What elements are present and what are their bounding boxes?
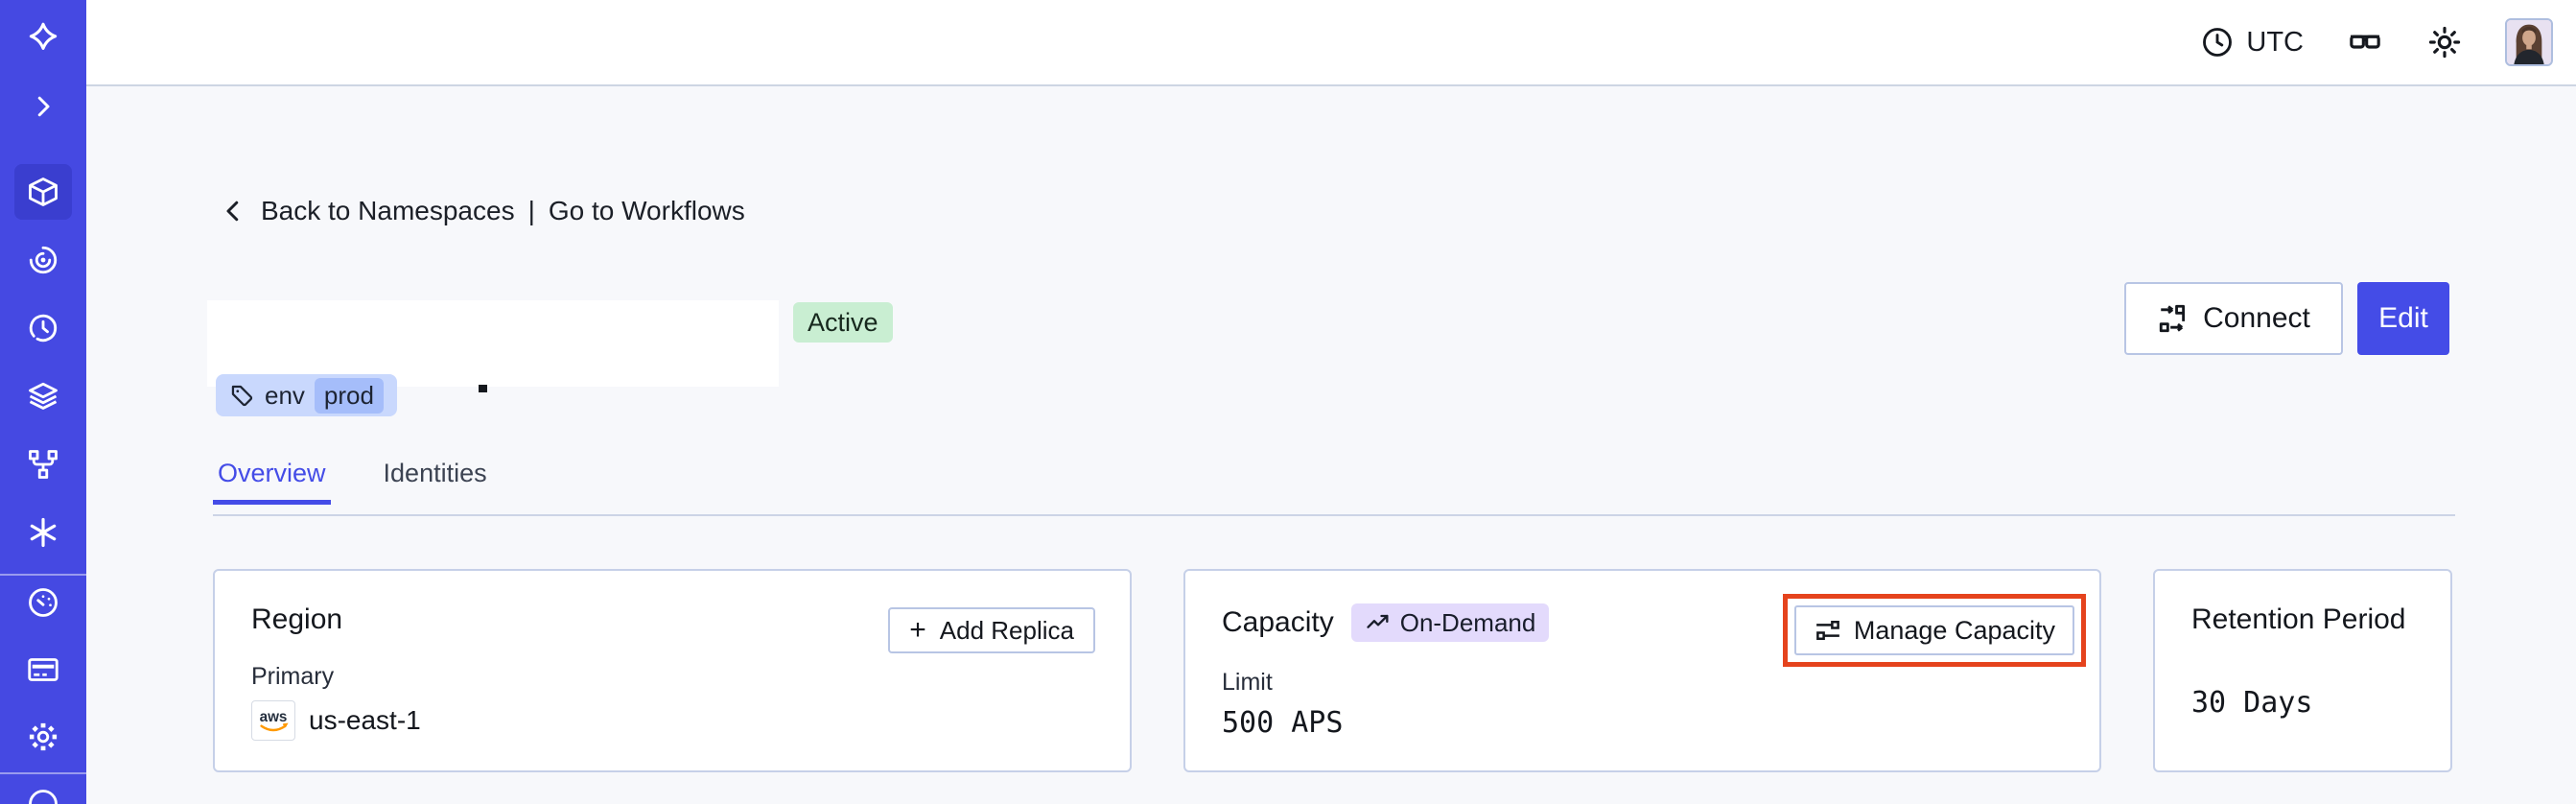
edit-label: Edit	[2378, 302, 2428, 334]
capacity-value: 500 APS	[1222, 706, 1344, 740]
connect-label: Connect	[2203, 302, 2310, 334]
breadcrumb-separator: |	[527, 196, 535, 225]
sidebar-item-layers[interactable]	[0, 379, 86, 414]
glasses-icon	[2350, 35, 2380, 49]
retention-card: Retention Period 30 Days	[2153, 569, 2452, 772]
tag-key: env	[265, 380, 305, 410]
radar-spiral-icon	[29, 246, 58, 274]
edit-button[interactable]: Edit	[2357, 282, 2449, 355]
limit-label: Limit	[1222, 669, 1273, 696]
temporal-logo-icon[interactable]	[0, 21, 86, 58]
sidebar-item-nexus[interactable]	[0, 515, 86, 550]
retention-value: 30 Days	[2191, 686, 2313, 720]
action-highlight-box: Manage Capacity	[1782, 594, 2086, 667]
status-badge: Active	[793, 302, 893, 343]
sidebar-item-settings[interactable]	[0, 720, 86, 754]
sidebar-item-radar[interactable]	[0, 243, 86, 277]
tab-bar-divider	[213, 514, 2455, 516]
help-circle-icon	[29, 790, 58, 804]
tab-overview[interactable]: Overview	[213, 459, 331, 505]
top-bar: UTC	[86, 0, 2576, 86]
region-card-title: Region	[251, 603, 343, 635]
breadcrumb: Back to Namespaces | Go to Workflows	[219, 196, 745, 226]
redaction-artifact	[479, 385, 487, 392]
timezone-selector[interactable]: UTC	[2200, 25, 2304, 59]
add-replica-label: Add Replica	[939, 615, 1074, 645]
sidebar-item-deployments[interactable]	[0, 447, 86, 482]
sidebar	[0, 0, 86, 804]
overview-cards: Region + Add Replica Primary aws us-east…	[213, 569, 2452, 772]
asterisk-icon	[30, 517, 57, 548]
region-value: us-east-1	[309, 705, 421, 735]
branch-fork-icon	[29, 450, 58, 479]
theme-toggle[interactable]	[2426, 24, 2463, 60]
plus-icon: +	[909, 614, 926, 646]
namespace-title-redacted	[207, 300, 779, 387]
aws-logo-icon: aws	[251, 700, 295, 741]
sun-icon	[2428, 26, 2461, 59]
tab-identities[interactable]: Identities	[383, 459, 487, 487]
add-replica-button[interactable]: + Add Replica	[888, 607, 1095, 653]
tag-icon	[231, 385, 253, 406]
capacity-card-title: Capacity	[1222, 606, 1334, 638]
sidebar-item-usage[interactable]	[0, 585, 86, 620]
manage-capacity-label: Manage Capacity	[1853, 615, 2055, 645]
back-to-namespaces-link[interactable]: Back to Namespaces	[261, 196, 515, 225]
sidebar-item-billing[interactable]	[0, 652, 86, 687]
gauge-icon	[29, 588, 58, 617]
namespace-tag[interactable]: env prod	[216, 374, 397, 416]
credit-card-icon	[28, 658, 59, 681]
tag-value: prod	[314, 377, 384, 414]
sidebar-expand-chevron-icon[interactable]	[0, 92, 86, 121]
labs-toggle[interactable]	[2346, 23, 2384, 61]
gear-icon	[29, 722, 58, 751]
clock-history-icon	[29, 314, 58, 343]
avatar-image	[2507, 20, 2551, 64]
retention-card-title: Retention Period	[2191, 603, 2406, 635]
capacity-card: Capacity On-Demand	[1183, 569, 2101, 772]
region-card: Region + Add Replica Primary aws us-east…	[213, 569, 1132, 772]
sidebar-item-namespaces[interactable]	[14, 164, 72, 220]
sidebar-divider	[0, 772, 86, 774]
sidebar-item-schedules[interactable]	[0, 311, 86, 345]
manage-capacity-button[interactable]: Manage Capacity	[1793, 605, 2074, 655]
on-demand-badge: On-Demand	[1350, 603, 1550, 642]
cube-icon	[29, 177, 58, 206]
user-avatar[interactable]	[2505, 18, 2553, 66]
region-value-row: aws us-east-1	[251, 700, 1093, 741]
layers-icon	[29, 382, 58, 410]
connect-button[interactable]: Connect	[2124, 282, 2343, 355]
sidebar-divider	[0, 574, 86, 576]
timezone-label: UTC	[2246, 26, 2304, 58]
trending-up-icon	[1367, 614, 1389, 628]
sidebar-item-support[interactable]	[0, 787, 86, 804]
tab-bar: Overview Identities	[213, 459, 492, 505]
svg-text:aws: aws	[260, 709, 288, 725]
primary-label: Primary	[251, 663, 335, 690]
chevron-left-icon[interactable]	[219, 197, 247, 225]
sliders-icon	[1816, 621, 1839, 640]
connect-icon	[2159, 304, 2186, 333]
go-to-workflows-link[interactable]: Go to Workflows	[548, 196, 745, 225]
clock-icon	[2203, 28, 2233, 57]
on-demand-label: On-Demand	[1399, 607, 1536, 637]
